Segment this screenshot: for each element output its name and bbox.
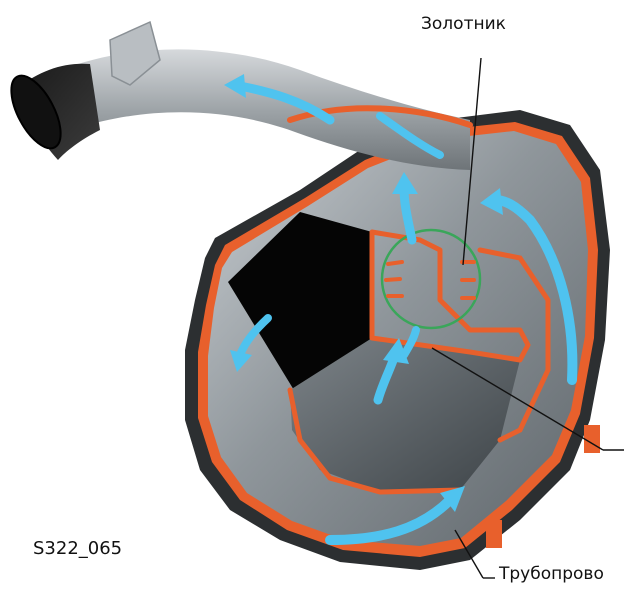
figure-id: S322_065 (33, 540, 122, 558)
flange-bottom (486, 520, 502, 548)
pipeline-label: Трубопрово (499, 566, 604, 583)
flange-right (584, 425, 600, 453)
valve-label: Золотник (421, 16, 506, 33)
